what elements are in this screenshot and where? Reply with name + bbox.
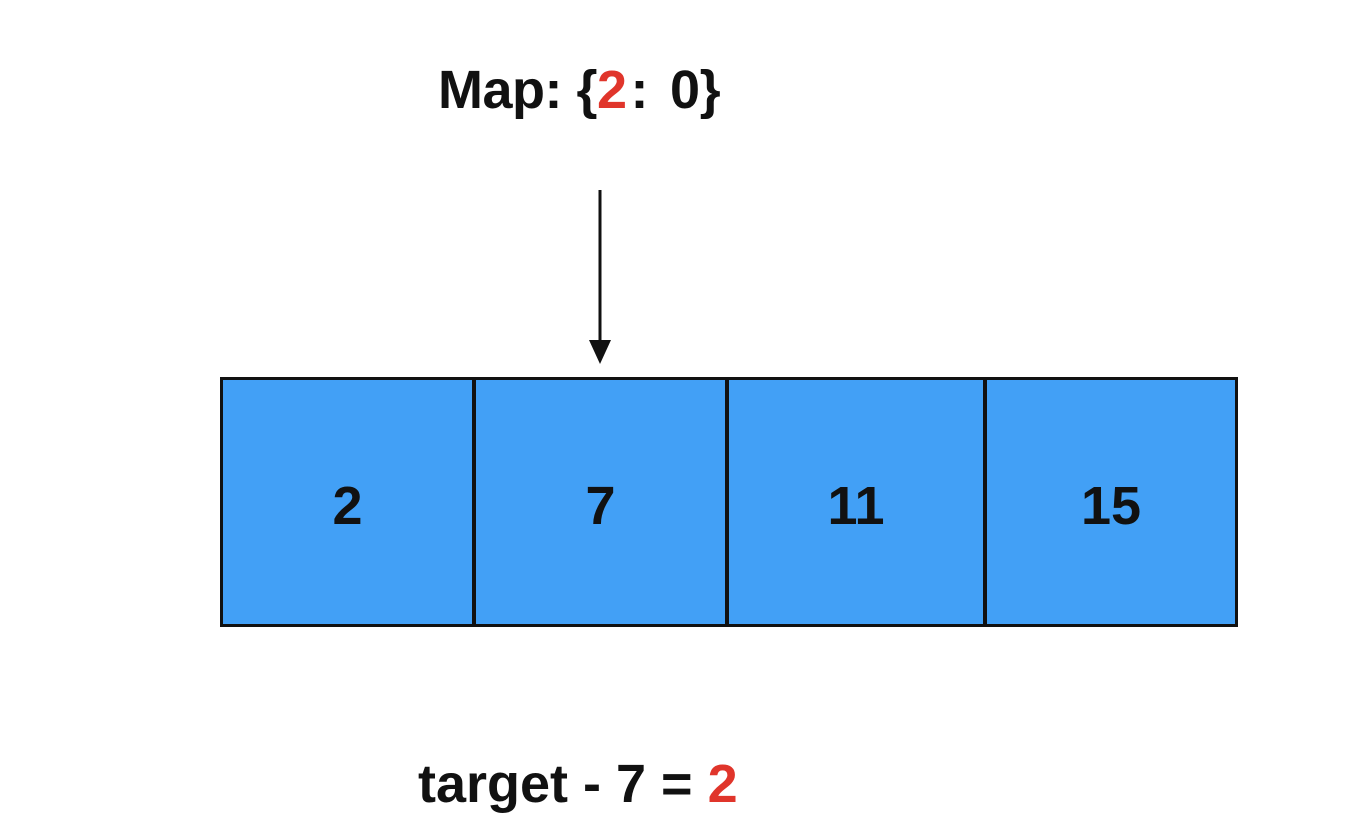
equation-left: target - 7 = xyxy=(418,754,708,814)
array-row: 2 7 11 15 xyxy=(220,377,1238,627)
map-suffix: } xyxy=(699,60,721,120)
array-cell-current: 7 xyxy=(476,380,729,624)
pointer-arrow-head xyxy=(589,340,611,364)
array-cell-value: 15 xyxy=(1080,476,1142,536)
map-separator: : xyxy=(630,60,649,120)
complement-equation: target - 7 = 2 xyxy=(418,752,738,816)
array-cell-value: 2 xyxy=(332,476,363,536)
map-value: 0 xyxy=(670,60,700,120)
array-cell-value: 11 xyxy=(827,476,885,536)
equation-result: 2 xyxy=(707,754,738,814)
array-cell-value: 7 xyxy=(585,476,616,536)
array-cell: 2 xyxy=(223,380,476,624)
map-prefix: Map: { xyxy=(438,60,598,120)
map-state-label: Map: {2:0} xyxy=(438,58,721,122)
array-cell: 15 xyxy=(987,380,1235,624)
map-key: 2 xyxy=(597,60,627,120)
array-cell: 11 xyxy=(729,380,987,624)
pointer-arrow xyxy=(589,190,611,364)
